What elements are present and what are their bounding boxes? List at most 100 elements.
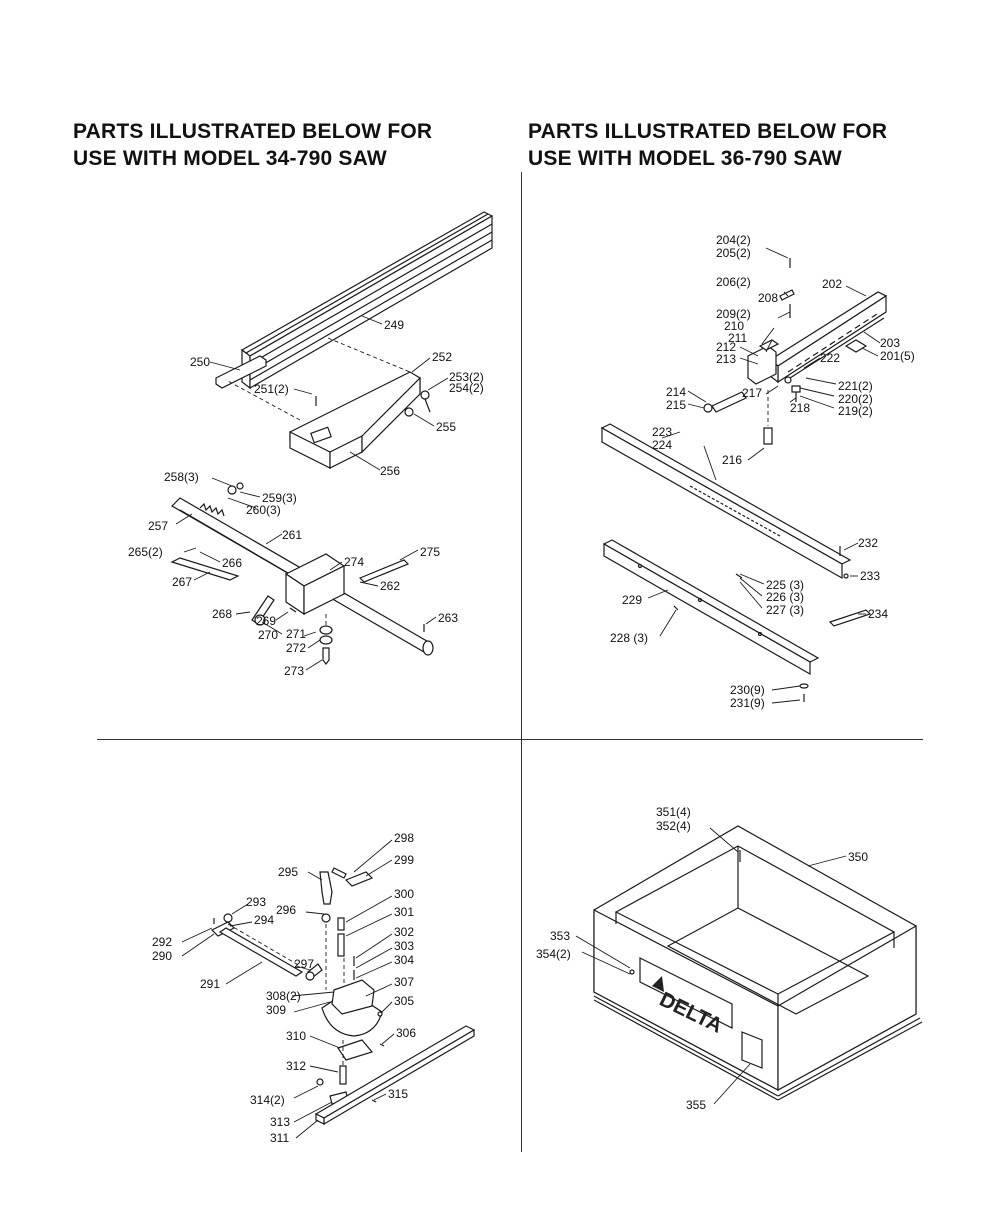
callout-label: 224 — [652, 438, 672, 452]
callout-label: 227 (3) — [766, 603, 804, 617]
callout-label: 256 — [380, 464, 400, 478]
callout-label: 309 — [266, 1003, 286, 1017]
callout-label: 211 — [728, 331, 747, 345]
callout-label: 297 — [294, 957, 314, 971]
callout-label: 253(2) — [449, 370, 484, 384]
callout-label: 355 — [686, 1098, 706, 1112]
callout-label: 308(2) — [266, 989, 301, 1003]
lock-block-part — [284, 553, 346, 616]
callout-label: 266 — [222, 556, 242, 570]
callout-label: 258(3) — [164, 470, 199, 484]
vertical-divider — [521, 172, 522, 1152]
callout-label: 292 — [152, 935, 172, 949]
callout-label: 209(2) — [716, 307, 751, 321]
heading-right-line2: USE WITH MODEL 36-790 SAW — [528, 147, 842, 170]
callout-label: 314(2) — [250, 1093, 285, 1107]
callout-label: 249 — [384, 318, 404, 332]
rear-rail-part — [602, 539, 820, 676]
heading-model-34-790: PARTS ILLUSTRATED BELOW FOR USE WITH MOD… — [73, 118, 432, 172]
callout-label: 210 — [724, 319, 744, 333]
callout-label: 300 — [394, 887, 414, 901]
callout-label: 204(2) — [716, 233, 751, 247]
callout-label: 212 — [716, 340, 736, 354]
leaders-top-right — [647, 247, 881, 704]
callout-label: 217 — [742, 386, 762, 400]
callout-label: 218 — [790, 401, 810, 415]
callout-label: 351(4) — [656, 805, 691, 819]
callout-label: 274 — [344, 555, 364, 569]
callout-label: 215 — [666, 398, 686, 412]
callout-label: 262 — [380, 579, 400, 593]
cabinet-base-assembly — [593, 825, 923, 1101]
callout-label: 250 — [190, 355, 210, 369]
callout-label: 354(2) — [536, 947, 571, 961]
callout-label: 272 — [286, 641, 306, 655]
callout-label: 206(2) — [716, 275, 751, 289]
callout-label: 230(9) — [730, 683, 765, 697]
callout-label: 290 — [152, 949, 172, 963]
callout-label: 307 — [394, 975, 414, 989]
callout-label: 350 — [848, 850, 868, 864]
callout-label: 294 — [254, 913, 274, 927]
callout-label: 313 — [270, 1115, 290, 1129]
callout-label: 252 — [432, 350, 452, 364]
heading-left-line2: USE WITH MODEL 34-790 SAW — [73, 147, 387, 170]
fence-rail-part — [240, 211, 494, 390]
callout-label: 259(3) — [262, 491, 297, 505]
callout-label: 291 — [200, 977, 220, 991]
callout-label: 270 — [258, 628, 278, 642]
callout-label: 223 — [652, 425, 672, 439]
callout-label: 269 — [256, 614, 276, 628]
callout-label: 301 — [394, 905, 414, 919]
callout-label: 302 — [394, 925, 414, 939]
heading-left-line1: PARTS ILLUSTRATED BELOW FOR — [73, 120, 433, 143]
leaders-bottom-right — [575, 827, 847, 1105]
callout-label: 214 — [666, 385, 686, 399]
fence-bracket-part — [289, 371, 421, 469]
leaders-top-left — [175, 315, 449, 671]
callout-label: 265(2) — [128, 545, 163, 559]
callout-label: 225 (3) — [766, 578, 804, 592]
fence-assembly-34-790 — [170, 211, 494, 665]
callout-label: 232 — [858, 536, 878, 550]
callout-label: 353 — [550, 929, 570, 943]
callout-label: 228 (3) — [610, 631, 648, 645]
fence-body-part — [768, 291, 888, 384]
callout-label: 305 — [394, 994, 414, 1008]
callout-label: 221(2) — [838, 379, 873, 393]
callout-label: 303 — [394, 939, 414, 953]
callout-label: 260(3) — [246, 503, 281, 517]
callout-label: 203 — [880, 336, 900, 350]
callout-label: 205(2) — [716, 246, 751, 260]
callout-label: 298 — [394, 831, 414, 845]
callout-label: 267 — [172, 575, 192, 589]
callout-label: 255 — [436, 420, 456, 434]
callout-label: 231(9) — [730, 696, 765, 710]
callout-label: 293 — [246, 895, 266, 909]
callout-label: 296 — [276, 903, 296, 917]
callout-label: 310 — [286, 1029, 306, 1043]
callout-label: 261 — [282, 528, 302, 542]
heading-right-line1: PARTS ILLUSTRATED BELOW FOR — [528, 120, 888, 143]
callout-label: 226 (3) — [766, 590, 804, 604]
callout-label: 219(2) — [838, 404, 873, 418]
callout-label: 216 — [722, 453, 742, 467]
front-rail-part — [600, 423, 852, 580]
callout-label: 295 — [278, 865, 298, 879]
callout-label: 254(2) — [449, 381, 484, 395]
horizontal-divider — [97, 739, 923, 740]
callout-label: 208 — [758, 291, 778, 305]
callout-label: 271 — [286, 627, 306, 641]
callout-label: 229 — [622, 593, 642, 607]
callout-label: 352(4) — [656, 819, 691, 833]
callout-label: 263 — [438, 611, 458, 625]
callout-label: 220(2) — [838, 392, 873, 406]
callout-label: 311 — [270, 1131, 289, 1145]
callout-label: 273 — [284, 664, 304, 678]
callout-label: 234 — [868, 607, 888, 621]
delta-logo-plate — [639, 957, 733, 1029]
callout-label: 251(2) — [254, 382, 289, 396]
delta-triangle-icon — [652, 976, 664, 992]
heading-model-36-790: PARTS ILLUSTRATED BELOW FOR USE WITH MOD… — [528, 118, 887, 172]
